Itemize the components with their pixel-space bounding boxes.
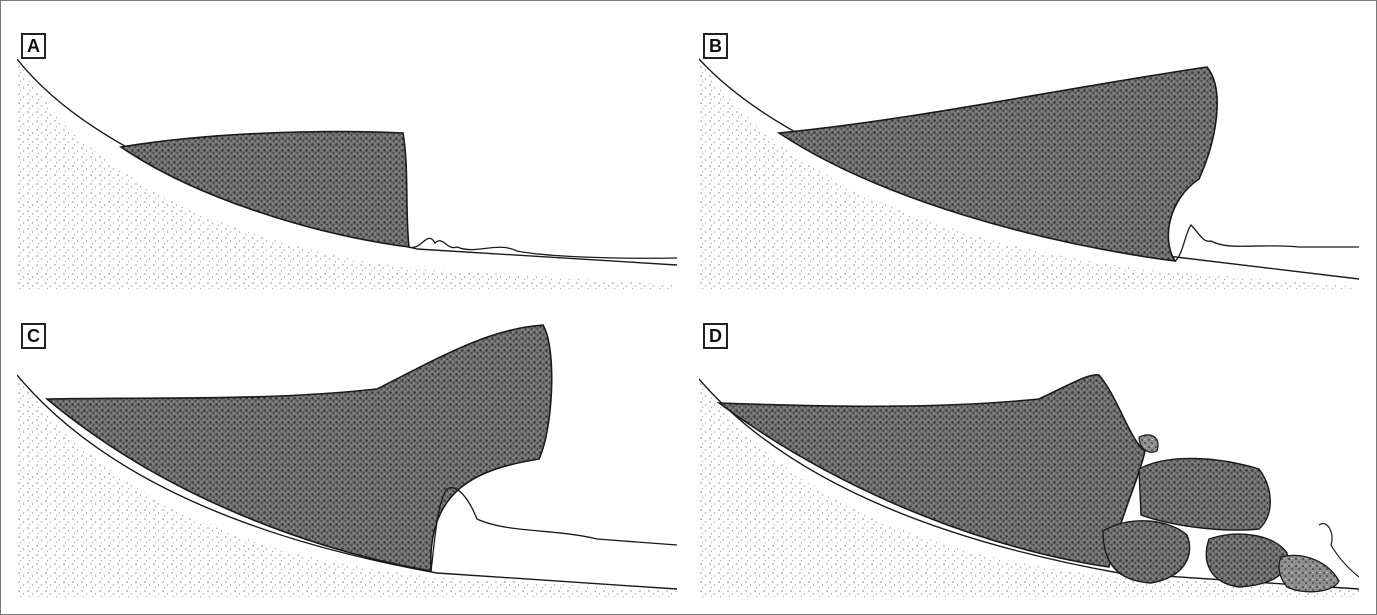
panel-d-illustration [699, 319, 1359, 601]
panel-b-illustration [699, 29, 1359, 311]
panel-a-illustration [17, 29, 677, 311]
panel-a-backwash-line [409, 238, 677, 258]
panel-label-a: A [21, 33, 46, 59]
panel-label-c: C [21, 323, 46, 349]
panel-a: A [17, 29, 677, 311]
panel-b-backwash-line [1175, 225, 1359, 261]
panel-d-breaking-chunk-lower-right [1279, 555, 1339, 591]
panel-d-breaking-chunk-upper [1139, 458, 1270, 530]
panel-b: B [699, 29, 1359, 311]
panel-label-b: B [703, 33, 728, 59]
panel-d: D [699, 319, 1359, 601]
panel-d-breaking-chunk-lower-left [1103, 521, 1190, 583]
panel-c-backwash-line [431, 488, 677, 571]
panel-d-breaking-chunk-lower-mid [1206, 534, 1287, 587]
panel-label-d: D [703, 323, 728, 349]
panel-c: C [17, 319, 677, 601]
panel-c-illustration [17, 319, 677, 601]
